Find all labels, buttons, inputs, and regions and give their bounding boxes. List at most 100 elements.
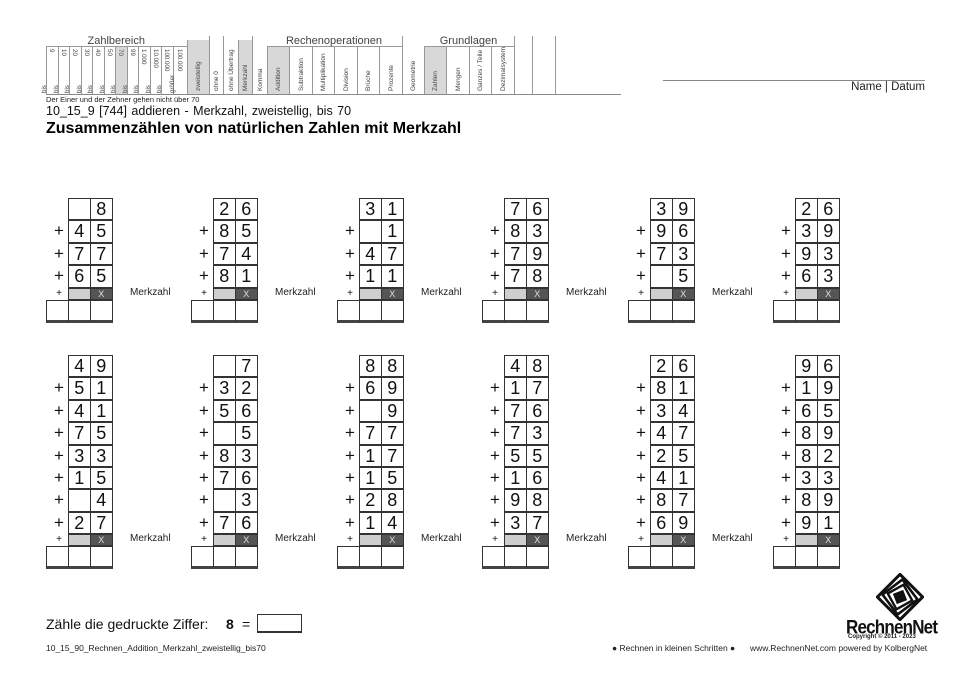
result-ones-cell[interactable] [381,299,404,323]
result-tens-cell[interactable] [213,546,236,570]
tens-digit-cell: 9 [504,489,527,512]
worksheet-subtitle: 10_15_9 [744] addieren - Merkzahl, zweis… [46,104,352,118]
result-hundreds-cell[interactable] [337,299,360,323]
merkzahl-plus-sign: + [56,534,62,546]
result-hundreds-cell[interactable] [191,299,214,323]
result-tens-cell[interactable] [650,546,673,570]
plus-sign: + [54,445,64,465]
result-tens-cell[interactable] [68,299,91,323]
merkzahl-input-cell[interactable] [504,534,527,547]
addend-row: 8 [46,198,186,221]
tens-digit-cell [650,265,673,288]
merkzahl-input-cell[interactable] [359,287,382,300]
result-ones-cell[interactable] [526,546,549,570]
result-ones-cell[interactable] [672,299,695,323]
result-hundreds-cell[interactable] [628,546,651,570]
merkzahl-input-cell[interactable] [650,287,673,300]
plus-sign: + [781,490,791,510]
result-tens-cell[interactable] [504,546,527,570]
result-ones-cell[interactable] [817,546,840,570]
result-ones-cell[interactable] [90,299,113,323]
tens-digit-cell: 3 [68,444,91,467]
plus-sign: + [345,266,355,286]
result-hundreds-cell[interactable] [337,546,360,570]
result-tens-cell[interactable] [359,299,382,323]
merkzahl-input-cell[interactable] [213,534,236,547]
result-hundreds-cell[interactable] [191,546,214,570]
ones-digit-cell: 3 [526,220,549,243]
result-tens-cell[interactable] [504,299,527,323]
result-hundreds-cell[interactable] [773,546,796,570]
result-ones-cell[interactable] [381,546,404,570]
ones-digit-cell: 3 [817,265,840,288]
tens-digit-cell: 2 [795,198,818,221]
tens-digit-cell: 8 [795,444,818,467]
ones-digit-cell: 1 [235,265,258,288]
tens-digit-cell: 7 [68,242,91,266]
result-tens-cell[interactable] [795,299,818,323]
copyright: Copyright © 2011 - 2023 [848,634,916,640]
result-ones-cell[interactable] [672,546,695,570]
result-ones-cell[interactable] [90,546,113,570]
plus-sign: + [54,467,64,487]
result-hundreds-cell[interactable] [46,299,69,323]
merkzahl-input-cell[interactable] [359,534,382,547]
result-ones-cell[interactable] [235,299,258,323]
result-tens-cell[interactable] [68,546,91,570]
result-hundreds-cell[interactable] [628,299,651,323]
tens-digit-cell: 8 [650,489,673,512]
tens-digit-cell: 4 [650,422,673,445]
name-date-line[interactable] [663,80,925,81]
result-tens-cell[interactable] [359,546,382,570]
result-ones-cell[interactable] [526,299,549,323]
tens-digit-cell: 3 [650,399,673,423]
result-hundreds-cell[interactable] [482,299,505,323]
result-hundreds-cell[interactable] [773,299,796,323]
result-ones-cell[interactable] [817,299,840,323]
merkzahl-input-cell[interactable] [504,287,527,300]
plus-sign: + [345,400,355,420]
result-hundreds-cell[interactable] [482,546,505,570]
header-col-property: ohne Übertrag [223,36,238,94]
tens-digit-cell: 7 [504,265,527,288]
merkzahl-input-cell[interactable] [213,287,236,300]
result-tens-cell[interactable] [795,546,818,570]
plus-sign: + [345,445,355,465]
header-col-range-value: 99 [128,49,136,56]
tens-digit-cell: 4 [359,242,382,266]
merkzahl-input-cell[interactable] [68,534,91,547]
merkzahl-input-cell[interactable] [795,534,818,547]
header-col-label: Addition [275,67,283,92]
result-hundreds-cell[interactable] [46,546,69,570]
count-answer-box[interactable] [257,614,302,633]
merkzahl-input-cell[interactable] [795,287,818,300]
tens-digit-cell: 2 [359,489,382,512]
merkzahl-input-cell[interactable] [68,287,91,300]
table-divider [46,94,621,95]
ones-digit-cell: 6 [235,511,258,535]
ones-digit-cell: 6 [235,399,258,423]
result-tens-cell[interactable] [650,299,673,323]
merkzahl-blocked-cell: X [381,534,404,547]
ones-digit-cell: 3 [817,242,840,266]
merkzahl-input-cell[interactable] [650,534,673,547]
result-ones-cell[interactable] [235,546,258,570]
plus-sign: + [345,512,355,532]
plus-sign: + [54,490,64,510]
result-tens-cell[interactable] [213,299,236,323]
ones-digit-cell: 3 [817,466,840,490]
